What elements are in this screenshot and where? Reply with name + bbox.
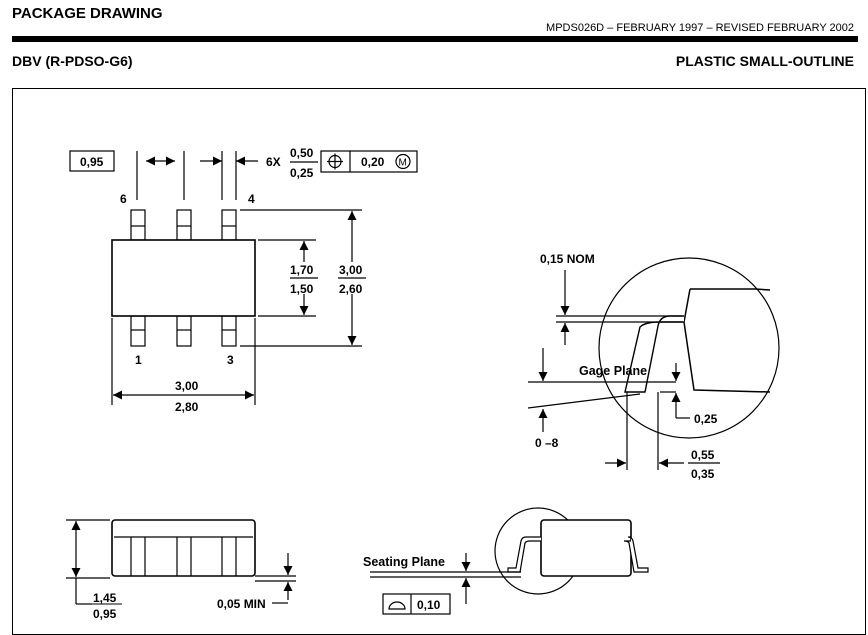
seating-view: [370, 507, 649, 615]
foot-length-min: 0,35: [691, 467, 715, 481]
height-min: 0,95: [93, 607, 117, 621]
coplanarity-frame: [382, 593, 451, 615]
pin-label-1: 1: [135, 353, 142, 367]
lead-thickness: 0,15 NOM: [540, 252, 595, 266]
side-view: [66, 519, 296, 605]
gage-plane-label: Gage Plane: [579, 364, 647, 378]
header-rule: [12, 36, 858, 42]
body-width-max: 1,70: [290, 263, 314, 277]
flatness-symbol: [388, 601, 406, 610]
package-code: DBV (R-PDSO-G6): [12, 53, 133, 69]
seating-body: [540, 519, 632, 577]
total-width-max: 3,00: [339, 263, 363, 277]
body-width-min: 1,50: [290, 282, 314, 296]
lead-width-min: 0,25: [290, 166, 314, 180]
total-width-min: 2,60: [339, 282, 363, 296]
page-title: PACKAGE DRAWING: [12, 5, 163, 22]
angle-value: 0 –8: [535, 436, 559, 450]
standoff-value: 0,05 MIN: [217, 597, 266, 611]
height-max: 1,45: [93, 591, 117, 605]
top-view: [69, 150, 418, 405]
gage-height: 0,25: [694, 412, 718, 426]
body-length-min: 2,80: [175, 400, 199, 414]
detail-view: [527, 257, 780, 470]
pin-label-4: 4: [248, 192, 255, 206]
material-modifier-circle: [395, 153, 411, 170]
document-reference: MPDS026D – FEBRUARY 1997 – REVISED FEBRU…: [546, 22, 854, 34]
package-body: [111, 239, 256, 317]
coplanarity-value: 0,10: [417, 598, 441, 612]
material-modifier: M: [399, 158, 407, 169]
side-body: [111, 519, 256, 577]
pin-label-6: 6: [120, 192, 127, 206]
package-type: PLASTIC SMALL-OUTLINE: [675, 53, 854, 69]
tolerance-value: 0,20: [361, 155, 385, 169]
pitch-box: [69, 150, 115, 172]
pitch-value: 0,95: [80, 155, 104, 169]
detail-circle: [598, 257, 780, 439]
lead-width-max: 0,50: [290, 146, 314, 160]
tolerance-frame: [320, 150, 418, 173]
foot-length-max: 0,55: [691, 448, 715, 462]
lead-count: 6X: [266, 155, 281, 169]
seating-plane-label: Seating Plane: [363, 555, 445, 569]
pin-label-3: 3: [227, 353, 234, 367]
body-length-max: 3,00: [175, 379, 199, 393]
